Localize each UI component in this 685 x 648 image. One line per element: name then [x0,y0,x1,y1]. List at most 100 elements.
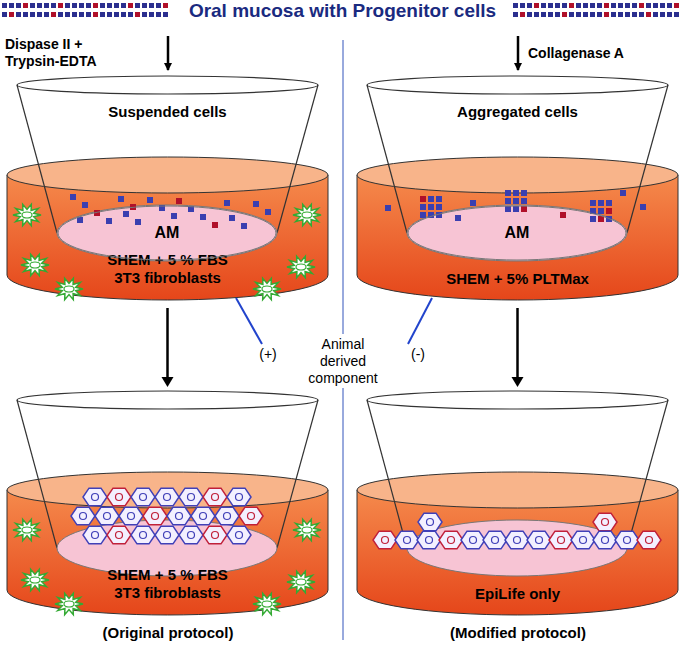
cell-dot [23,12,28,17]
cell-dot [562,3,567,8]
epithelial-cell [203,488,227,506]
cell-dot [548,12,553,17]
cell-dot [513,12,518,17]
arrow-shaft [166,308,169,378]
cell-dot [660,3,665,8]
epithelial-cell [203,526,227,544]
cell-nucleus [188,532,195,539]
cell-dot [114,12,119,17]
cell-dot [639,12,644,17]
cell [420,212,426,218]
cell-dot [107,12,112,17]
epithelial-cell [637,531,661,549]
cell-dot [611,12,616,17]
note-label: Animal derived component [299,334,387,388]
epithelial-cell [83,488,107,506]
culture-dish [357,391,678,615]
epithelial-cell [395,531,419,549]
cell-dot [79,12,84,17]
cell [436,204,442,210]
cell-nucleus [176,513,183,520]
epithelial-cell [143,507,167,525]
cell-nucleus [152,513,159,520]
cell-dot [604,3,609,8]
cell-dot [667,3,672,8]
cell-dot [625,12,630,17]
cell-nucleus [116,532,123,539]
cell [82,202,88,208]
cell-dot [632,3,637,8]
epithelial-cell [227,526,251,544]
cell [135,219,141,225]
cell-nucleus [248,513,255,520]
cell-dot [527,3,532,8]
cell [598,200,604,206]
epithelial-cell [131,488,155,506]
cell-nucleus [116,494,123,501]
cell-nucleus [470,537,477,544]
flow-arrow [167,36,170,70]
epithelial-cell [615,531,639,549]
cell-dot [51,12,56,17]
cell [241,223,247,229]
cell-nucleus [536,537,543,544]
title-text: Oral mucosa with Progenitor cells [180,0,505,22]
cell [265,209,271,215]
cell [521,190,527,196]
cell-dot [590,3,595,8]
cell-dot [121,3,126,8]
cell-dot [562,12,567,17]
membrane-label: AM [155,224,180,242]
epithelial-cell [71,507,95,525]
protocol-caption: (Modified protocol) [368,624,668,642]
epithelial-cell [373,531,397,549]
culture-dish [357,76,678,300]
cell-dot [156,12,161,17]
cell-dot [660,12,665,17]
cell-nucleus [492,537,499,544]
epithelial-cell [119,507,143,525]
culture-dish: Suspended cellsSHEM + 5 % FBS 3T3 fibrob… [5,75,330,305]
cell-dot [583,12,588,17]
cell [606,208,612,214]
cell-dot [107,3,112,8]
cell [505,206,511,212]
cell [521,206,527,212]
cell-dot [2,12,7,17]
epithelial-cell [179,526,203,544]
cell [147,197,153,203]
cell-nucleus [580,537,587,544]
cell-nucleus [200,513,207,520]
note-label: (+) [252,346,284,363]
cell-nucleus [128,513,135,520]
cell-dot [23,3,28,8]
cell-dot [93,3,98,8]
cell-nucleus [80,513,87,520]
epithelial-cell [155,526,179,544]
cell [455,215,461,221]
cell-dot [618,3,623,8]
epithelial-cell [155,488,179,506]
epithelial-cell [239,507,263,525]
cell-nucleus [92,532,99,539]
cell-dot [541,12,546,17]
cell-dot [65,3,70,8]
cell-dot [72,12,77,17]
culture-dish: EpiLife only [355,390,680,620]
cell [590,216,596,222]
cell-dot [618,12,623,17]
cell [420,196,426,202]
cell-nucleus [164,494,171,501]
epithelial-cell [215,507,239,525]
cell [385,205,391,211]
cell-dot [569,3,574,8]
epithelial-cell [191,507,215,525]
medium-label: SHEM + 5 % FBS 3T3 fibroblasts [98,566,238,602]
flow-arrow [512,308,524,387]
cell [224,200,230,206]
cell-nucleus [448,537,455,544]
cell-dot [653,3,658,8]
leader-line [408,298,432,344]
membrane-edge [408,206,626,260]
cell-dot [65,12,70,17]
